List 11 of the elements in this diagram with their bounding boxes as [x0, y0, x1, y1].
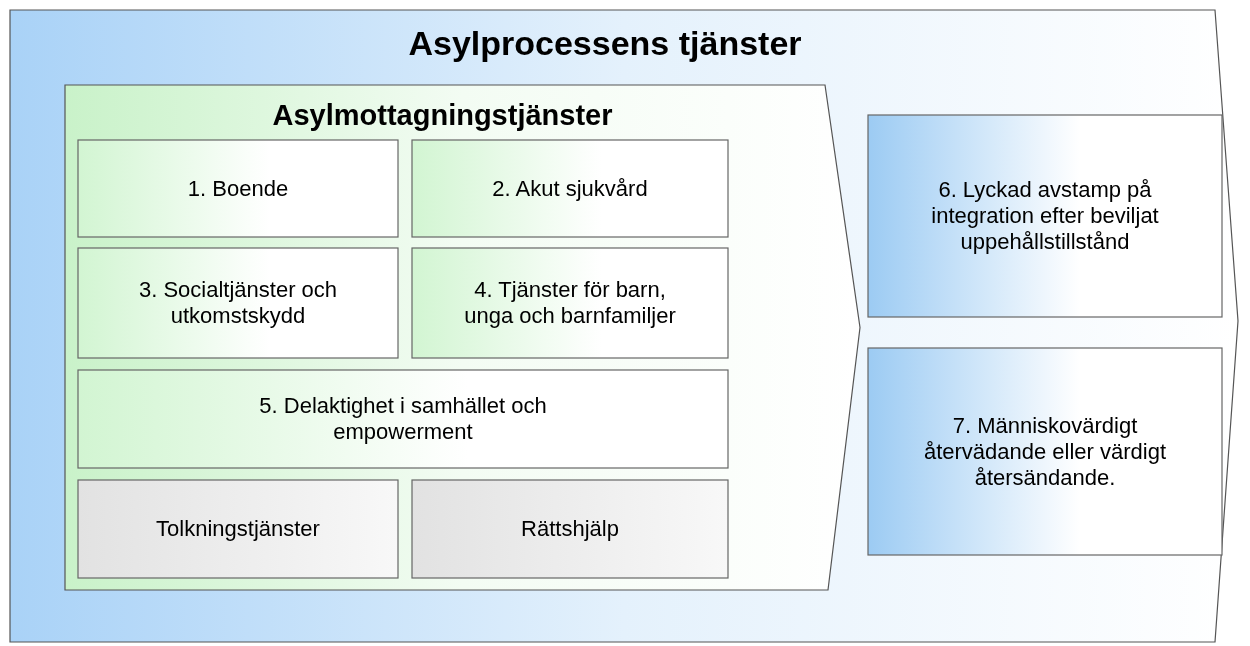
box-label: Rättshjälp [520, 516, 620, 542]
box-label: 1. Boende [186, 175, 290, 202]
box-label: 4. Tjänster för barn, unga och barnfamiljer [463, 277, 677, 329]
chevron-heading: Asylprocessens tjänster [407, 24, 803, 63]
box-label: 3. Socialtjänster och utkomstskydd [137, 277, 339, 329]
box-label: 7. Människovärdigt återvädande eller värdigt återsändande. [922, 412, 1168, 491]
box-label: 5. Delaktighet i samhället och empowerment [258, 393, 548, 445]
chevron-heading: Asylmottagningstjänster [271, 99, 614, 132]
box-label: 2. Akut sjukvård [491, 175, 649, 202]
box-label: 6. Lyckad avstamp på integration efter beviljat uppehållstillstånd [930, 177, 1160, 255]
box-label: Tolkningstjänster [155, 516, 321, 542]
